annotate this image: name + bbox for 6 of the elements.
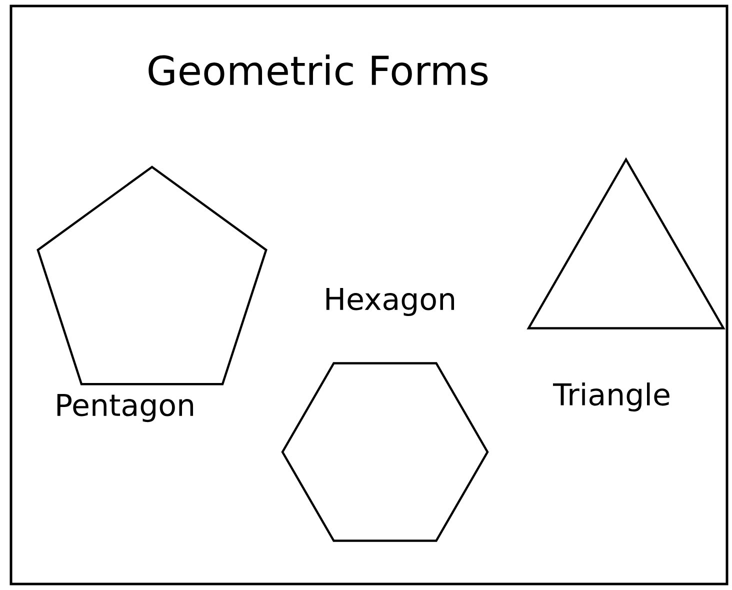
hexagon-shape [281,362,489,542]
pentagon-shape [36,166,268,386]
title: Geometric Forms [148,54,488,86]
shape-label: Hexagon [326,288,454,316]
shape-label: Triangle [553,382,670,412]
shape-label: Pentagon [57,394,193,422]
